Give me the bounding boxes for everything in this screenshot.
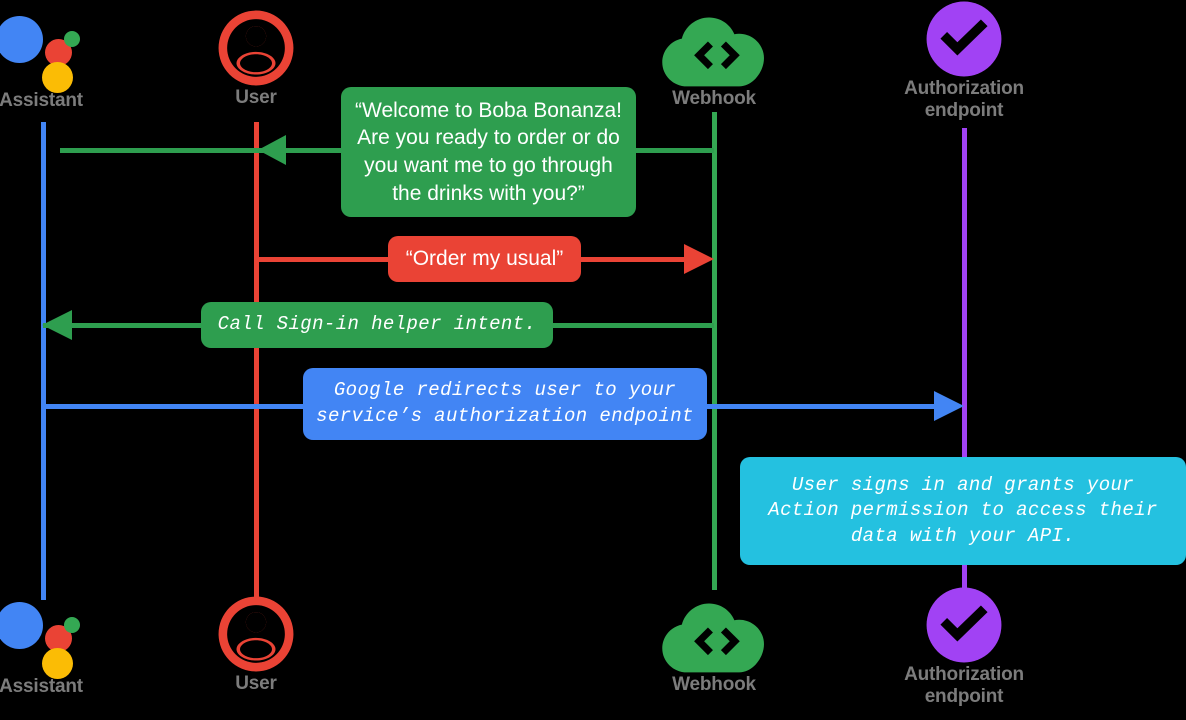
message-bubble-redirect: Google redirects user to your service’s … [303,368,707,440]
actor-authorization-top: Authorization endpoint [869,0,1059,123]
actor-label-user: User [235,87,277,108]
user-avatar-icon [218,10,294,86]
lifeline-webhook [712,112,717,590]
message-text-redirect: Google redirects user to your service’s … [316,379,694,427]
assistant-green-dot-icon [64,31,80,47]
assistant-yellow-dot-icon [42,648,73,679]
actor-label-user-bottom: User [235,673,277,694]
actor-label-webhook: Webhook [672,88,756,109]
cloud-code-icon-bottom [662,603,764,673]
google-assistant-icon [0,10,86,93]
arrow-head-signin [42,310,72,340]
message-bubble-signin: Call Sign-in helper intent. [201,302,553,348]
actor-label-assistant-bottom: Assistant [0,676,83,697]
message-text-order: “Order my usual” [405,247,564,271]
google-assistant-icon-bottom [0,596,86,679]
actor-user-bottom: User [161,595,351,695]
actor-user-top: User [161,9,351,109]
message-text-signin: Call Sign-in helper intent. [217,313,537,336]
actor-label-authorization: Authorization endpoint [904,78,1024,122]
assistant-yellow-dot-icon [42,62,73,93]
assistant-blue-dot-icon [0,16,43,63]
user-avatar-icon-bottom [218,596,294,672]
actor-label-webhook-bottom: Webhook [672,674,756,695]
actor-label-assistant: Assistant [0,90,83,111]
message-bubble-order: “Order my usual” [388,236,581,282]
actor-assistant-top: Assistant [0,10,136,112]
assistant-green-dot-icon [64,617,80,633]
lifeline-assistant [41,122,46,600]
actor-label-authorization-bottom: Authorization endpoint [904,664,1024,708]
arrow-head-redirect [934,391,964,421]
lifeline-user [254,122,259,600]
cloud-code-icon [662,17,764,87]
message-bubble-signs-in: User signs in and grants your Action per… [740,457,1186,565]
arrow-head-welcome [258,135,286,165]
message-text-welcome: “Welcome to Boba Bonanza! Are you ready … [355,98,622,205]
actor-assistant-bottom: Assistant [0,596,136,698]
message-text-signs-in: User signs in and grants your Action per… [768,473,1158,547]
assistant-blue-dot-icon [0,602,43,649]
actor-authorization-bottom: Authorization endpoint [869,586,1059,709]
purple-checkmark-icon-bottom [926,587,1002,663]
lifeline-authorization [962,128,967,600]
actor-webhook-top: Webhook [619,10,809,110]
actor-webhook-bottom: Webhook [619,596,809,696]
purple-checkmark-icon [926,1,1002,77]
message-bubble-welcome: “Welcome to Boba Bonanza! Are you ready … [341,87,636,217]
arrow-head-order [684,244,714,274]
